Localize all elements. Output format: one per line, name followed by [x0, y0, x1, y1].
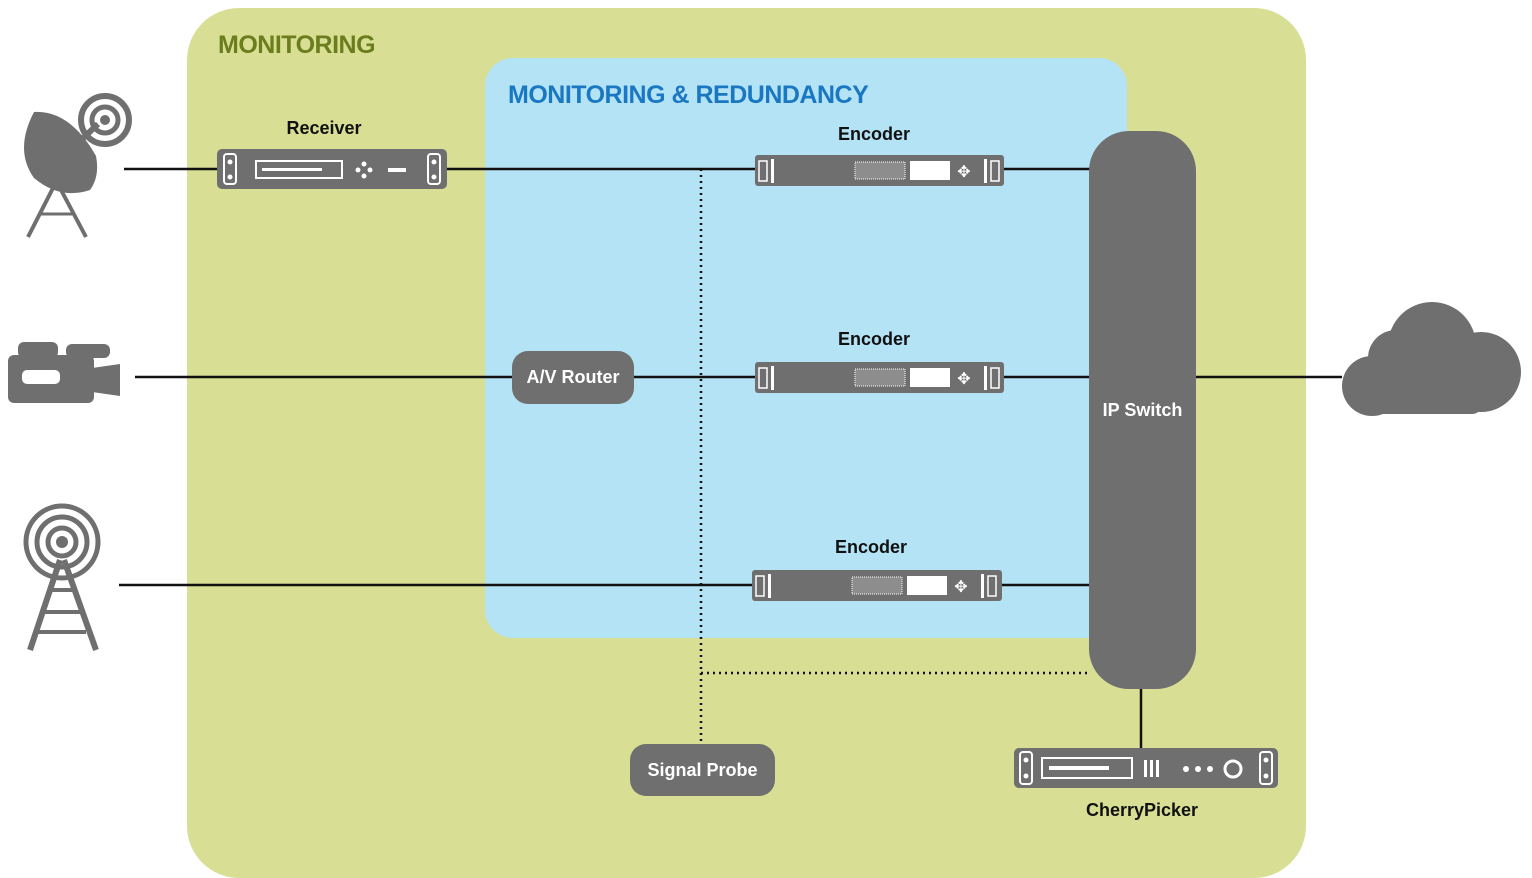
cherrypicker-device[interactable]	[1014, 748, 1278, 788]
svg-text:✥: ✥	[957, 162, 970, 181]
svg-text:✥: ✥	[954, 577, 967, 596]
video-camera-icon	[8, 342, 120, 403]
cloud-icon	[1342, 302, 1521, 416]
encoder-device-2[interactable]: ✥	[755, 362, 1004, 393]
receiver-label: Receiver	[286, 118, 362, 138]
ip-switch[interactable]: IP Switch	[1089, 131, 1196, 689]
monitoring-redundancy-zone	[485, 58, 1127, 638]
satellite-dish-icon	[24, 93, 132, 238]
receiver-device[interactable]	[217, 149, 447, 189]
encoder-3-label: Encoder	[834, 537, 908, 557]
svg-text:✥: ✥	[957, 369, 970, 388]
encoder-1-label: Encoder	[837, 124, 911, 144]
encoder-2-label: Encoder	[837, 329, 911, 349]
broadcast-tower-icon	[23, 503, 101, 652]
encoder-device-1[interactable]: ✥	[755, 155, 1004, 186]
monitoring-redundancy-zone-title: MONITORING & REDUNDANCY	[508, 81, 869, 109]
monitoring-zone-title: MONITORING	[218, 31, 376, 59]
cherrypicker-label: CherryPicker	[1085, 800, 1199, 820]
signal-probe[interactable]: Signal Probe	[630, 744, 775, 796]
av-router[interactable]: A/V Router	[512, 351, 634, 404]
encoder-device-3[interactable]: ✥	[752, 570, 1002, 601]
